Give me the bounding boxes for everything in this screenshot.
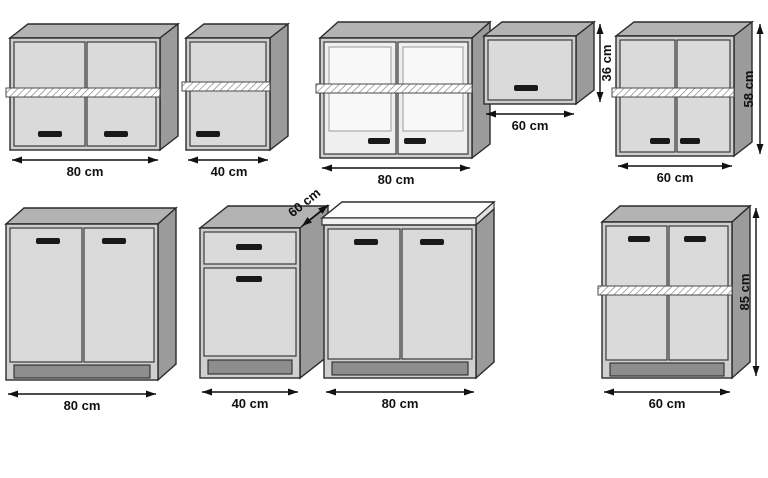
shelf-hatch (181, 81, 271, 92)
plinth (331, 361, 469, 376)
worktop-front-edge (321, 217, 477, 226)
cabinet-top-face (600, 205, 752, 223)
width-dimension: 80 cm (322, 164, 470, 187)
base-cabinet-40cm-drawer: 60 cm 40 cm (197, 185, 331, 411)
door-handle (368, 138, 390, 144)
drawer-handle (236, 244, 262, 250)
shelf-hatch (5, 87, 161, 98)
cabinet-top-face (318, 21, 492, 39)
cabinet-side-face (157, 206, 177, 382)
cabinet-top-face (7, 23, 181, 39)
worktop-top (320, 201, 496, 219)
width-dimension: 80 cm (326, 388, 474, 411)
plinth (207, 359, 293, 375)
door-handle (196, 131, 220, 137)
width-dimension-label: 80 cm (378, 172, 415, 187)
door-handle (680, 138, 700, 144)
door-handle (420, 239, 444, 245)
plinth (13, 364, 151, 379)
width-dimension: 60 cm (486, 110, 574, 133)
door-handle (514, 85, 538, 91)
width-dimension-label: 60 cm (649, 396, 686, 411)
width-dimension: 40 cm (188, 156, 268, 179)
height-dimension-label: 85 cm (737, 274, 752, 311)
width-dimension: 60 cm (618, 162, 732, 185)
wall-cabinet-40cm: 40 cm (181, 22, 291, 179)
base-cabinet-60x85cm: 60 cm 85 cm (597, 204, 760, 411)
wall-cabinet-80cm: 80 cm (5, 22, 181, 179)
cabinet-top-face (481, 21, 597, 37)
width-dimension-label: 60 cm (657, 170, 694, 185)
door-handle (628, 236, 650, 242)
width-dimension-label: 80 cm (64, 398, 101, 413)
wall-cabinet-glass-80cm: 80 cm (315, 20, 492, 187)
width-dimension: 80 cm (8, 390, 156, 413)
shelf-hatch (315, 83, 473, 94)
cabinet-door-left (9, 227, 83, 363)
cabinet-door-left (327, 228, 401, 360)
height-dimension-label: 36 cm (599, 45, 614, 82)
width-dimension-label: 60 cm (512, 118, 549, 133)
width-dimension-label: 80 cm (382, 396, 419, 411)
width-dimension: 40 cm (202, 388, 298, 411)
width-dimension-label: 40 cm (211, 164, 248, 179)
door-handle (102, 238, 126, 244)
cabinet-top-face (613, 21, 755, 37)
shelf-hatch (611, 87, 735, 98)
wall-cabinet-60x36cm: 60 cm 36 cm (481, 20, 614, 133)
door-handle (404, 138, 426, 144)
door-handle (236, 276, 262, 282)
door-handle (684, 236, 706, 242)
cabinet-door (189, 41, 267, 147)
cabinet-door-right (401, 228, 473, 360)
height-dimension-label: 58 cm (741, 71, 756, 108)
door-handle (36, 238, 60, 244)
width-dimension-label: 40 cm (232, 396, 269, 411)
plinth (609, 362, 725, 377)
base-cabinet-80cm-worktop: 80 cm (320, 200, 496, 411)
shelf-hatch (597, 285, 733, 296)
height-dimension: 36 cm (596, 24, 614, 102)
height-dimension: 58 cm (741, 24, 764, 154)
cabinet-side-face (475, 207, 495, 380)
wall-cabinet-60x58cm: 60 cm 58 cm (611, 20, 764, 185)
cabinet-side-face (575, 20, 595, 106)
cabinet-door-right (83, 227, 155, 363)
width-dimension-label: 80 cm (67, 164, 104, 179)
cabinet-side-face (159, 22, 179, 152)
cabinet-side-face (269, 22, 289, 152)
height-dimension: 85 cm (737, 208, 760, 376)
width-dimension: 80 cm (12, 156, 158, 179)
door-handle (104, 131, 128, 137)
cabinet-top-face (4, 207, 178, 225)
base-cabinet-80cm: 80 cm (4, 206, 178, 413)
door-handle (650, 138, 670, 144)
door-handle (354, 239, 378, 245)
width-dimension: 60 cm (604, 388, 730, 411)
door-handle (38, 131, 62, 137)
cabinet-door (203, 267, 297, 357)
